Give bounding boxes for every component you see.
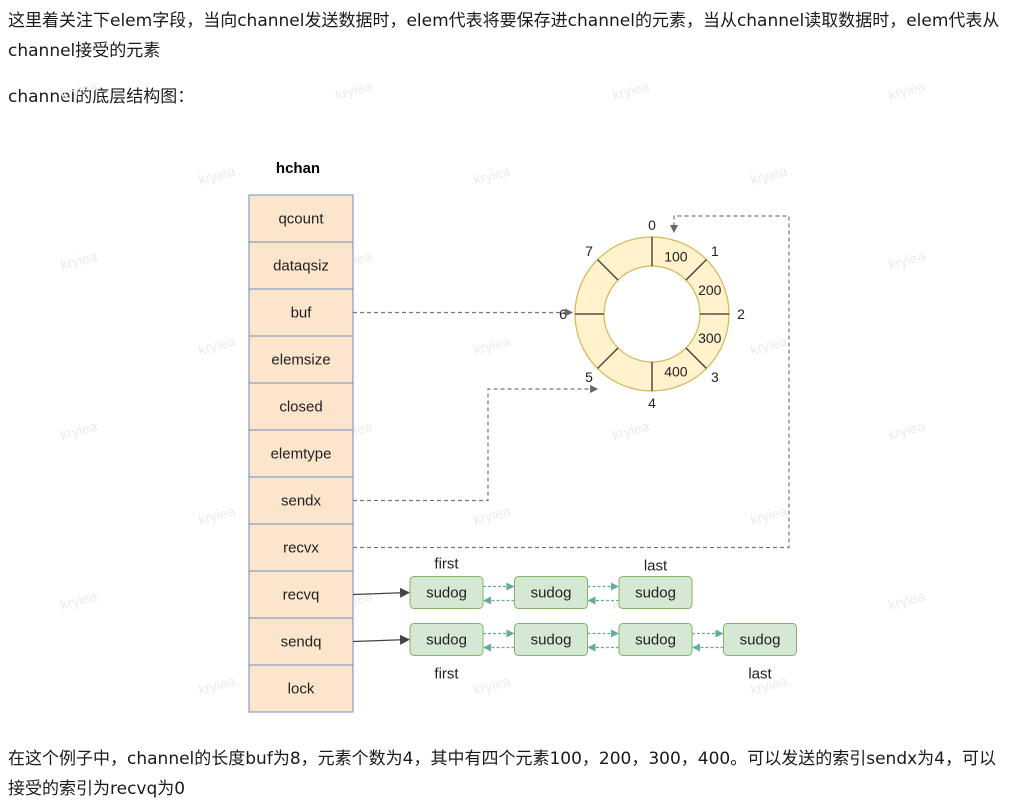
hchan-field-label: recvx [283, 540, 319, 557]
sudog-label: sudog [426, 632, 467, 649]
hchan-field-elemtype [248, 429, 354, 478]
sudog-label: sudog [426, 585, 467, 602]
sendq-sudog-node [409, 623, 484, 656]
recvq-sudog-node [618, 576, 693, 609]
sudog-label: sudog [740, 632, 781, 649]
watermark: kryiea [197, 333, 237, 358]
watermark: kryiea [59, 248, 99, 273]
sendq-sudog-node [618, 623, 693, 656]
ring-slot-index: 6 [559, 306, 567, 322]
hchan-field-label: sendq [281, 634, 322, 651]
hchan-field-sendq [248, 617, 354, 666]
ring-slot-divider [685, 347, 707, 369]
hchan-field-label: elemtype [271, 446, 332, 463]
watermark: kryiea [472, 163, 512, 188]
ring-slot-value: 100 [664, 248, 688, 264]
intro-paragraph: 这里着关注下elem字段，当向channel发送数据时，elem代表将要保存进c… [8, 11, 1000, 61]
diagram-caption: channel的底层结构图： [8, 87, 195, 107]
recvq-last-label: last [644, 558, 668, 575]
summary-paragraph: 在这个例子中，channel的长度buf为8，元素个数为4，其中有四个元素100… [8, 749, 996, 799]
sudog-label: sudog [635, 632, 676, 649]
watermark: kryiea [334, 78, 374, 103]
hchan-field-elemsize [248, 335, 354, 384]
watermark: kryiea [887, 588, 927, 613]
ring-slot-value: 400 [664, 364, 688, 380]
ring-slot-divider [597, 347, 619, 369]
hchan-field-qcount [248, 194, 354, 243]
recvx-pointer-arrow [353, 215, 790, 549]
recvq-sudog-node [409, 576, 484, 609]
hchan-field-label: lock [288, 681, 315, 698]
sendq-last-label: last [748, 666, 772, 683]
hchan-field-label: qcount [278, 211, 324, 228]
sendq-head-arrow [352, 634, 410, 645]
sendq-first-label: first [434, 666, 459, 683]
ring-slot-divider [685, 259, 707, 281]
hchan-field-buf [248, 288, 354, 337]
ring-slot-divider [597, 259, 619, 281]
watermark: kryiea [749, 503, 789, 528]
hchan-field-dataqsiz [248, 241, 354, 290]
recvq-head-arrow [352, 587, 410, 598]
watermark: kryiea [749, 163, 789, 188]
watermark: kryiea [472, 673, 512, 698]
sendx-pointer-arrow [353, 385, 599, 502]
ring-inner-edge [603, 265, 701, 363]
ring-slot-index: 2 [737, 306, 745, 322]
watermark: kryiea [611, 78, 651, 103]
watermark: kryiea [197, 503, 237, 528]
watermark: kryiea [887, 418, 927, 443]
sendq-sudog-node [723, 623, 797, 656]
watermark: kryiea [59, 588, 99, 613]
hchan-field-sendx [248, 476, 354, 525]
hchan-field-label: buf [291, 305, 313, 322]
ring-slot-index: 7 [585, 243, 593, 259]
recvq-sudog-node [514, 576, 588, 609]
hchan-field-label: recvq [283, 587, 320, 604]
ring-slot-index: 0 [648, 217, 656, 233]
hchan-field-label: elemsize [271, 352, 330, 369]
hchan-field-closed [248, 382, 354, 431]
watermark: kryiea [887, 78, 927, 103]
watermark: kryiea [749, 333, 789, 358]
hchan-field-lock [248, 664, 354, 713]
ring-slot-index: 5 [585, 369, 593, 385]
hchan-title: hchan [276, 160, 320, 177]
sudog-label: sudog [635, 585, 676, 602]
hchan-field-label: sendx [281, 493, 322, 510]
watermark: kryiea [887, 248, 927, 273]
watermark: kryiea [59, 78, 99, 103]
recvq-first-label: first [434, 556, 459, 573]
watermark: kryiea [197, 163, 237, 188]
hchan-field-recvq [248, 570, 354, 619]
ring-slot-index: 4 [648, 395, 656, 411]
hchan-field-label: closed [279, 399, 322, 416]
hchan-field-label: dataqsiz [273, 258, 329, 275]
watermark: kryiea [59, 418, 99, 443]
watermark: kryiea [472, 503, 512, 528]
watermark: kryiea [472, 333, 512, 358]
ring-slot-index: 1 [711, 243, 719, 259]
watermark: kryiea [197, 673, 237, 698]
watermark: kryiea [611, 418, 651, 443]
hchan-diagram: kryiea kryiea kryiea kryiea kryiea kryiea kryi… [59, 78, 927, 713]
sudog-label: sudog [531, 632, 572, 649]
hchan-field-recvx [248, 523, 354, 572]
ring-slot-value: 300 [698, 330, 722, 346]
ring-slot-value: 200 [698, 282, 722, 298]
ring-slot-index: 3 [711, 369, 719, 385]
sendq-sudog-node [514, 623, 588, 656]
sudog-label: sudog [531, 585, 572, 602]
